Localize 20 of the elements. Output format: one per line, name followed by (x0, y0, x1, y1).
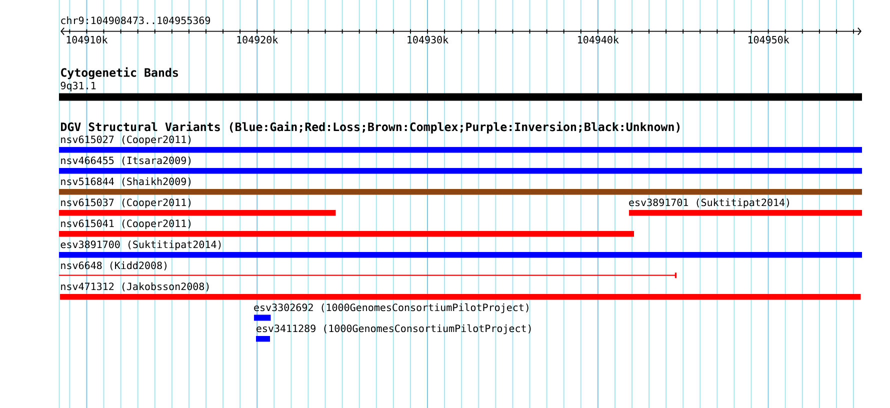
tick-label: 104930k (408, 36, 448, 44)
feature-label: nsv466455 (Itsara2009) (61, 156, 191, 166)
feature-label: nsv6648 (Kidd2008) (61, 261, 166, 270)
feature-label: 9q31.1 (60, 82, 96, 92)
tick-label: 104910k (66, 36, 108, 44)
tick-label: 104940k (578, 36, 619, 44)
feature-label: nsv471312 (Jakobsson2008) (61, 282, 209, 292)
tick-label: 104920k (237, 36, 278, 44)
tick-label: 104950k (748, 36, 790, 44)
feature-label: esv3891701 (Suktitipat2014) (629, 198, 789, 208)
track-title: DGV Structural Variants (Blue:Gain;Red:Loss;Brown:Complex;Purple:Inversion;Black:Unknown) (61, 122, 680, 134)
feature-label: esv3302692 (1000GenomesConsortiumPilotProject) (254, 303, 528, 314)
location-label: chr9:104908473..104955369 (61, 16, 210, 24)
feature-label: nsv615041 (Cooper2011) (61, 219, 191, 230)
feature-label: nsv615027 (Cooper2011) (61, 135, 191, 146)
feature-label: nsv516844 (Shaikh2009) (61, 177, 191, 186)
feature-label: esv3411289 (1000GenomesConsortiumPilotProject) (256, 324, 531, 334)
feature-label: esv3891700 (Suktitipat2014) (60, 240, 221, 250)
feature-label: nsv615037 (Cooper2011) (61, 198, 191, 208)
track-title: Cytogenetic Bands (61, 67, 178, 80)
